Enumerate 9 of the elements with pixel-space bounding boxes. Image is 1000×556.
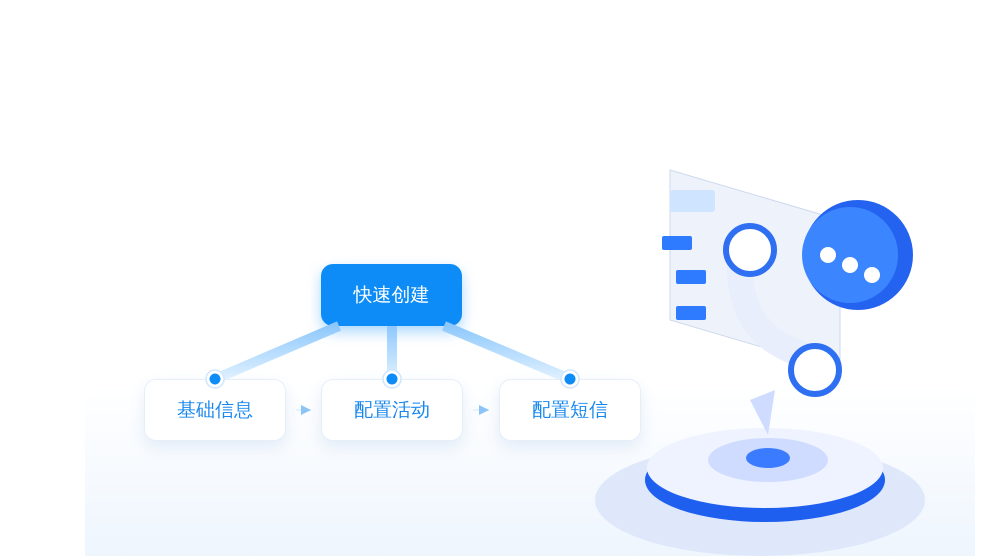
connector-line	[205, 321, 341, 389]
connector-line	[382, 326, 402, 389]
connector-line	[442, 321, 580, 389]
main-step-box: 快速创建	[321, 264, 462, 326]
step-box: 基础信息	[144, 379, 286, 441]
arrow	[296, 405, 311, 415]
step-box: 配置活动	[321, 379, 463, 441]
arrow	[473, 405, 489, 415]
step-box: 配置短信	[499, 379, 641, 441]
